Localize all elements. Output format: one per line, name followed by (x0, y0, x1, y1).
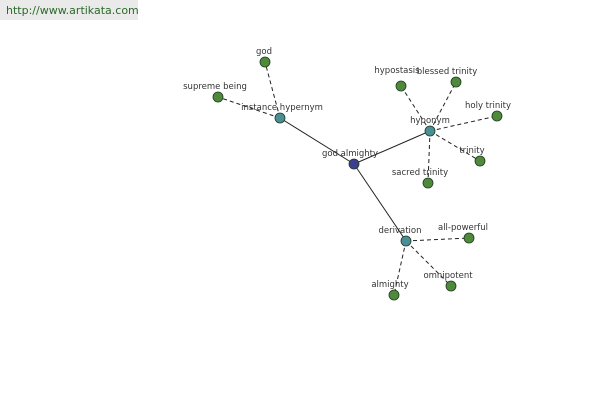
nodes (212, 56, 503, 301)
edge-derivation-omnipotent (405, 240, 452, 287)
label-blessed-trinity: blessed trinity (417, 67, 477, 77)
label-hypostasis: hypostasis (374, 66, 420, 76)
label-trinity: trinity (459, 146, 484, 156)
label-supreme-being: supreme being (183, 82, 247, 92)
label-root: god almighty (322, 149, 378, 159)
node-hyponym[interactable] (424, 125, 436, 137)
edge-hyponym-blessed-trinity (429, 81, 457, 132)
label-omnipotent: omnipotent (423, 271, 473, 281)
label-sacred-trinity: sacred trinity (392, 168, 448, 178)
label-all-powerful: all-powerful (438, 223, 488, 233)
edge-hyponym-holy-trinity (429, 115, 498, 132)
label-god: god (256, 47, 272, 57)
labels: god almighty instance hypernym hyponym d… (183, 47, 511, 290)
node-hypostasis[interactable] (395, 80, 407, 92)
label-instance-hypernym: instance hypernym (241, 103, 323, 113)
node-derivation[interactable] (400, 235, 412, 247)
edge-root-derivation (353, 163, 407, 242)
edge-hyponym-trinity (429, 130, 481, 162)
node-holy-trinity[interactable] (491, 110, 503, 122)
edge-hyponym-sacred-trinity (427, 130, 431, 184)
edge-derivation-all-powerful (405, 237, 470, 242)
edge-hyponym-hypostasis (400, 85, 431, 132)
edge-derivation-almighty (393, 240, 407, 296)
label-derivation: derivation (378, 226, 421, 236)
label-almighty: almighty (371, 280, 408, 290)
site-url[interactable]: http://www.artikata.com (6, 4, 139, 17)
node-god[interactable] (259, 56, 271, 68)
edge-root-hyponym (353, 130, 431, 165)
node-root[interactable] (348, 158, 360, 170)
label-hyponym: hyponym (410, 116, 450, 126)
edge-root-instance-hypernym (279, 117, 355, 165)
node-almighty[interactable] (388, 289, 400, 301)
edges (217, 61, 498, 296)
url-bar: http://www.artikata.com (0, 0, 139, 20)
node-all-powerful[interactable] (463, 232, 475, 244)
node-supreme-being[interactable] (212, 91, 224, 103)
label-holy-trinity: holy trinity (465, 101, 511, 111)
edge-instance-hypernym-supreme-being (217, 96, 281, 119)
edge-instance-hypernym-god (264, 61, 281, 119)
node-sacred-trinity[interactable] (422, 177, 434, 189)
node-blessed-trinity[interactable] (450, 76, 462, 88)
node-omnipotent[interactable] (445, 280, 457, 292)
node-instance-hypernym[interactable] (274, 112, 286, 124)
node-trinity[interactable] (474, 155, 486, 167)
